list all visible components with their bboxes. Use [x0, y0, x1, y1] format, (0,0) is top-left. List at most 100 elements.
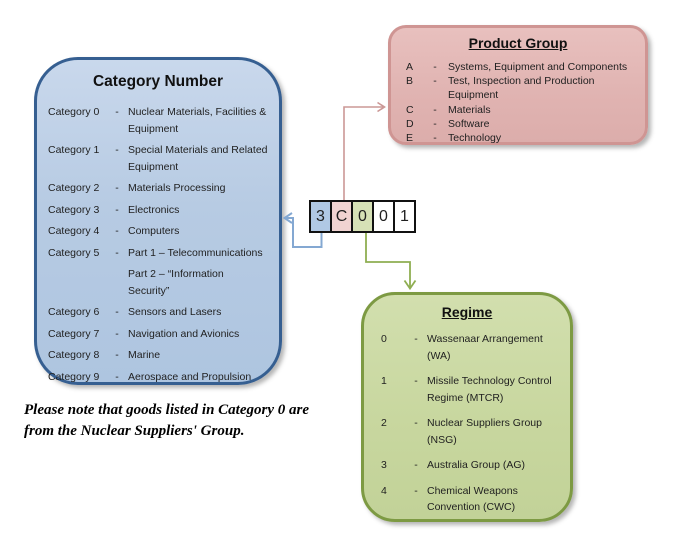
- category-desc: Electronics: [128, 203, 180, 216]
- category-label: Category 0: [48, 106, 100, 118]
- category-desc: Part 1 – Telecommunications: [128, 246, 263, 259]
- category-row: Category 3 - Electronics: [48, 202, 277, 219]
- eccn-code: 3 C 0 0 1: [309, 200, 416, 233]
- dash-separator: -: [414, 417, 418, 429]
- category-row: Category 4 - Computers: [48, 223, 277, 240]
- regime-row: 1 - Missile Technology Control Regime (M…: [381, 373, 566, 406]
- regime-row: 3 - Australia Group (AG): [381, 457, 566, 474]
- product-group-label: E: [406, 132, 414, 145]
- dash-separator: -: [433, 61, 437, 73]
- category-row: Category 5 - Part 1 – Telecommunications: [48, 245, 277, 262]
- category-desc: Computers: [128, 225, 180, 237]
- regime-desc: Nuclear Suppliers Group (NSG): [427, 417, 542, 446]
- dash-separator: -: [115, 144, 119, 156]
- category-desc: Aerospace and Propulsion: [128, 370, 252, 383]
- category-row: Category 9 - Aerospace and Propulsion: [48, 369, 277, 386]
- product-group-desc: Systems, Equipment and Components: [448, 61, 628, 73]
- category-label: Category 8: [48, 349, 100, 361]
- dash-separator: -: [414, 484, 418, 497]
- category-number-box: Category Number Category 0 - Nuclear Mat…: [34, 57, 282, 385]
- category0-note: Please note that goods listed in Categor…: [24, 402, 309, 439]
- regime-title: Regime: [441, 304, 493, 320]
- product-group-desc: Test, Inspection and Production Equipmen…: [448, 75, 595, 102]
- regime-label: 4: [381, 484, 387, 497]
- category-label: Category 1: [48, 144, 100, 156]
- product-group-desc: Technology: [448, 132, 502, 145]
- dash-separator: -: [115, 182, 119, 194]
- dash-separator: -: [115, 327, 119, 340]
- regime-label: 1: [381, 375, 387, 387]
- product-group-desc: Materials: [448, 103, 491, 116]
- spacer: [110, 266, 124, 299]
- regime-desc: Chemical Weapons Convention (CWC): [427, 484, 518, 514]
- category-label: Category 6: [48, 306, 100, 318]
- category-list: Category 0 - Nuclear Materials, Faciliti…: [37, 104, 279, 385]
- regime-list: 0 - Wassenaar Arrangement (WA) 1 - Missi…: [364, 331, 570, 516]
- product-group-row: C - Materials: [406, 103, 641, 117]
- regime-label: 0: [381, 333, 387, 345]
- product-group-arrow: [343, 101, 386, 200]
- product-group-desc: Software: [448, 117, 490, 130]
- dash-separator: -: [433, 132, 437, 145]
- dash-separator: -: [115, 306, 119, 318]
- dash-separator: -: [414, 459, 418, 471]
- category-number-title: Category Number: [92, 73, 224, 90]
- category-desc: Materials Processing: [128, 182, 226, 194]
- regime-desc: Australia Group (AG): [427, 459, 526, 471]
- category-label: Category 7: [48, 327, 100, 340]
- product-group-row: A - Systems, Equipment and Components: [406, 60, 641, 74]
- regime-label: 2: [381, 417, 387, 429]
- category-row: Category 2 - Materials Processing: [48, 180, 277, 197]
- regime-box: Regime 0 - Wassenaar Arrangement (WA) 1 …: [361, 292, 573, 522]
- regime-desc: Wassenaar Arrangement (WA): [427, 333, 543, 362]
- spacer: [48, 266, 106, 299]
- regime-desc: Missile Technology Control Regime (MTCR): [427, 375, 552, 404]
- dash-separator: -: [433, 103, 437, 116]
- regime-row: 4 - Chemical Weapons Convention (CWC): [381, 483, 566, 516]
- regime-row: 2 - Nuclear Suppliers Group (NSG): [381, 415, 566, 448]
- dash-separator: -: [414, 333, 418, 345]
- product-group-row: D - Software: [406, 117, 641, 131]
- category-label: Category 3: [48, 203, 100, 216]
- product-group-label: D: [406, 117, 414, 130]
- dash-separator: -: [433, 117, 437, 130]
- category-row-continuation: Part 2 – “Information Security”: [48, 266, 277, 299]
- dash-separator: -: [115, 246, 119, 259]
- dash-separator: -: [115, 370, 119, 383]
- product-group-list: A - Systems, Equipment and Components B …: [391, 60, 645, 145]
- category-label: Category 4: [48, 225, 100, 237]
- category-label: Category 5: [48, 246, 100, 259]
- category-desc: Part 2 – “Information Security”: [128, 268, 224, 297]
- category-desc: Special Materials and Related Equipment: [128, 144, 268, 173]
- category-label: Category 2: [48, 182, 100, 194]
- code-cell-digit-4: 0: [372, 200, 395, 233]
- category-desc: Nuclear Materials, Facilities & Equipmen…: [128, 106, 267, 135]
- dash-separator: -: [115, 203, 119, 216]
- category-row: Category 0 - Nuclear Materials, Faciliti…: [48, 104, 277, 137]
- category-row: Category 7 - Navigation and Avionics: [48, 326, 277, 343]
- category-desc: Marine: [128, 349, 161, 361]
- category-row: Category 1 - Special Materials and Relat…: [48, 142, 277, 175]
- product-group-label: B: [406, 75, 414, 88]
- dash-separator: -: [433, 75, 437, 88]
- regime-row: 0 - Wassenaar Arrangement (WA): [381, 331, 566, 364]
- product-group-box: Product Group A - Systems, Equipment and…: [388, 25, 648, 145]
- category-desc: Sensors and Lasers: [128, 306, 222, 318]
- dash-separator: -: [414, 375, 418, 387]
- code-cell-digit-5: 1: [393, 200, 416, 233]
- code-cell-category: 3: [309, 200, 332, 233]
- category-desc: Navigation and Avionics: [128, 327, 240, 340]
- regime-arrow: [365, 233, 417, 291]
- product-group-row: B - Test, Inspection and Production Equi…: [406, 74, 641, 102]
- dash-separator: -: [115, 349, 119, 361]
- product-group-row: E - Technology: [406, 131, 641, 145]
- code-cell-regime: 0: [351, 200, 374, 233]
- category-row: Category 6 - Sensors and Lasers: [48, 304, 277, 321]
- code-cell-product-group: C: [330, 200, 353, 233]
- dash-separator: -: [115, 225, 119, 237]
- category-row: Category 8 - Marine: [48, 347, 277, 364]
- product-group-label: C: [406, 103, 414, 116]
- dash-separator: -: [115, 106, 119, 118]
- category-label: Category 9: [48, 370, 100, 383]
